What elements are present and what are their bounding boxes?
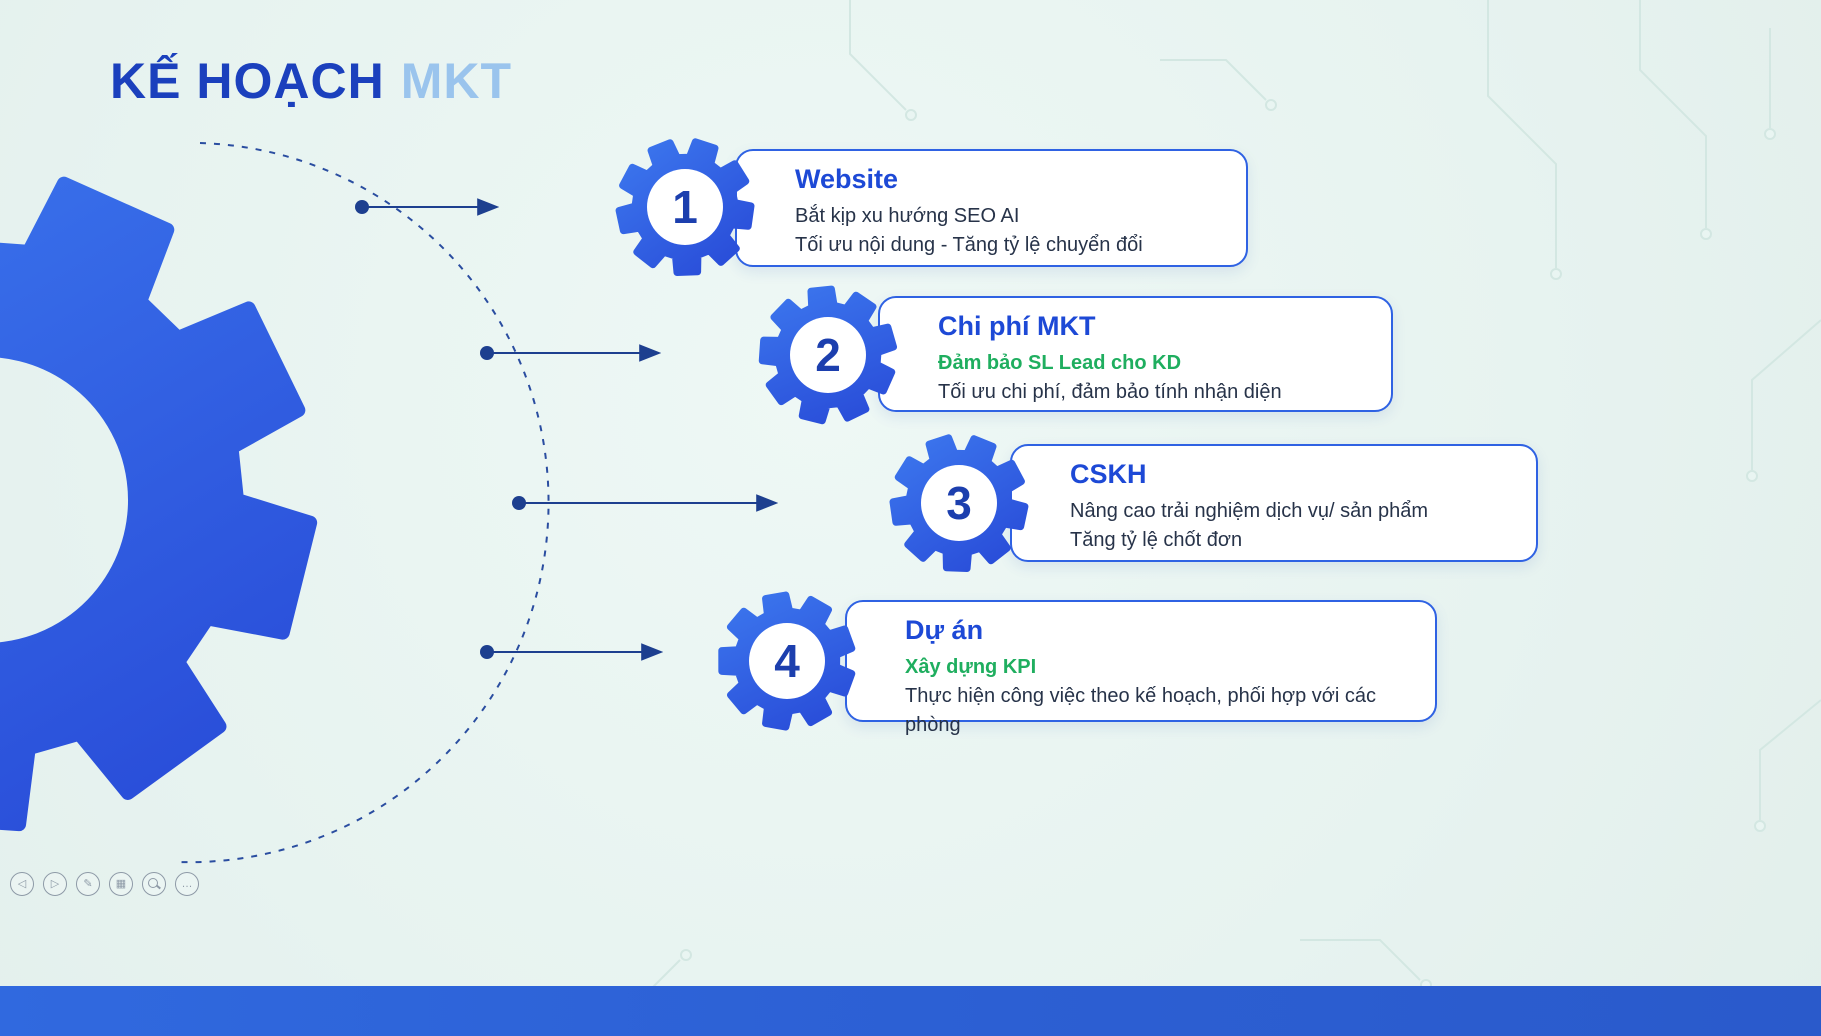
gear-number: 4 <box>774 635 800 687</box>
gear-1-icon: 1 <box>615 138 755 277</box>
card-line: Tối ưu chi phí, đảm bảo tính nhận diện <box>938 381 1282 403</box>
card-line-highlight: Xây dựng KPI <box>905 656 1037 678</box>
slides-button[interactable]: ▦ <box>109 872 133 896</box>
connector-dots <box>355 200 526 659</box>
ellipsis-icon: … <box>181 877 193 890</box>
zoom-button[interactable] <box>142 872 166 896</box>
pen-icon: ✎ <box>83 877 93 890</box>
card-line-highlight: Đảm bảo SL Lead cho KD <box>938 352 1182 374</box>
card-line: Nâng cao trải nghiệm dịch vụ/ sản phẩm <box>1070 500 1428 522</box>
big-gear-icon <box>0 168 318 832</box>
slides-grid-icon: ▦ <box>115 877 127 890</box>
more-button[interactable]: … <box>175 872 199 896</box>
gear-number: 1 <box>672 181 698 233</box>
title-dark-part: KẾ HOẠCH <box>110 53 385 109</box>
cskh-card: CSKH Nâng cao trải nghiệm dịch vụ/ sản p… <box>1010 444 1538 562</box>
previous-button[interactable]: ◁ <box>10 872 34 896</box>
card-title: Dự án <box>905 615 984 645</box>
play-button[interactable]: ▷ <box>43 872 67 896</box>
chi-phi-mkt-card: Chi phí MKT Đảm bảo SL Lead cho KD Tối ư… <box>878 296 1393 412</box>
du-an-card: Dự án Xây dựng KPI Thực hiện công việc t… <box>845 600 1437 736</box>
card-title: CSKH <box>1070 459 1147 489</box>
gear-number: 3 <box>946 477 972 529</box>
card-line: Tăng tỷ lệ chốt đơn <box>1070 529 1243 551</box>
bottom-bar <box>0 986 1821 1036</box>
title-light-part: MKT <box>400 53 512 109</box>
website-card: Website Bắt kịp xu hướng SEO AI Tối ưu n… <box>735 149 1248 267</box>
gear-4-icon: 4 <box>718 591 856 731</box>
magnifier-icon <box>148 878 158 888</box>
gear-number: 2 <box>815 329 841 381</box>
card-title: Website <box>795 164 899 194</box>
pen-button[interactable]: ✎ <box>76 872 100 896</box>
slideshow-controls: ◁ ▷ ✎ ▦ … <box>10 872 199 896</box>
gear-2-icon: 2 <box>758 285 898 425</box>
previous-icon: ◁ <box>17 877 27 890</box>
card-line: Tối ưu nội dung - Tăng tỷ lệ chuyển đổi <box>795 234 1143 256</box>
play-icon: ▷ <box>50 877 60 890</box>
card-line: Bắt kịp xu hướng SEO AI <box>795 205 1020 227</box>
gear-3-icon: 3 <box>889 434 1029 573</box>
page-title: KẾ HOẠCH MKT <box>110 52 512 110</box>
card-title: Chi phí MKT <box>938 311 1096 341</box>
card-line: Thực hiện công việc theo kế hoạch, phối … <box>905 685 1376 736</box>
